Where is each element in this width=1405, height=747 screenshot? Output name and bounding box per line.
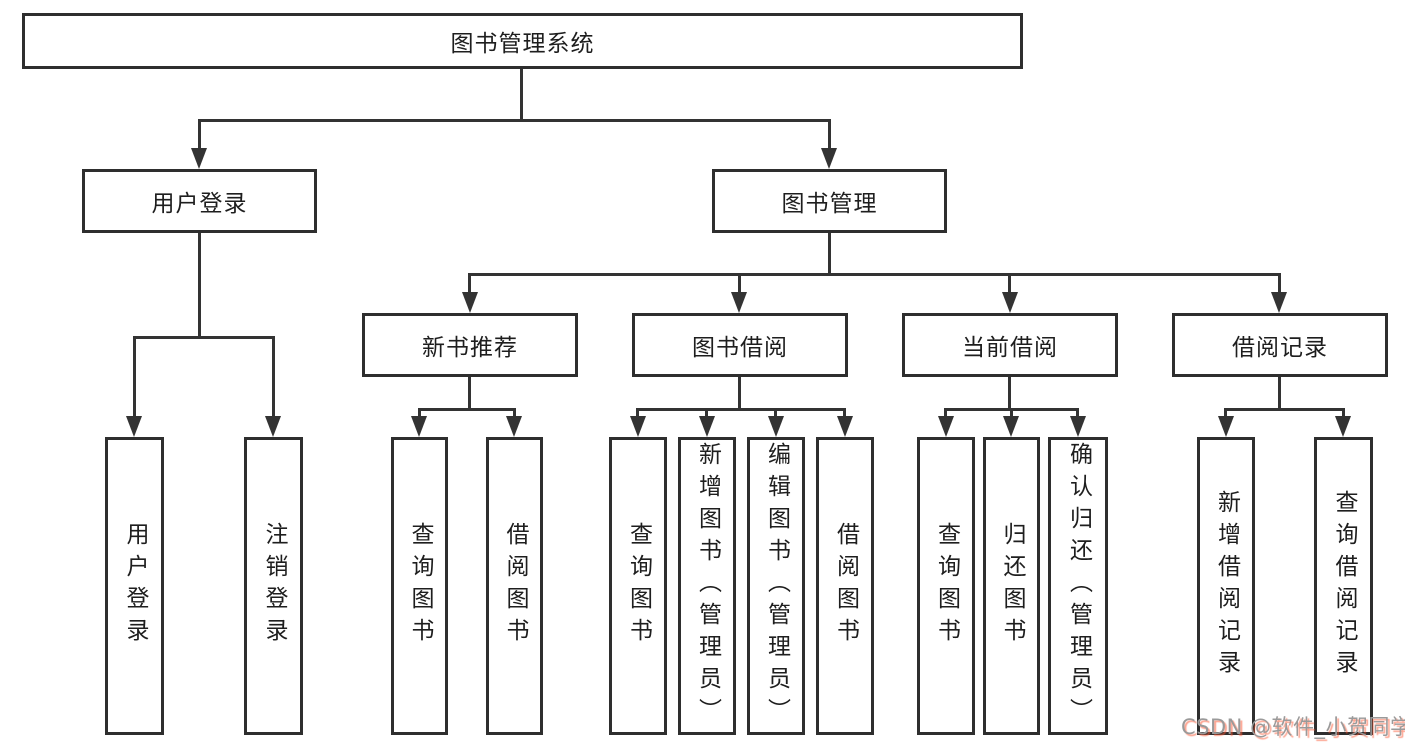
arrowhead-book-management: [821, 148, 837, 169]
connector-stem-borrow-books-recommend: [513, 408, 516, 418]
connector-stem-user-login: [198, 119, 201, 150]
node-current-borrowing: 当前借阅: [902, 313, 1118, 377]
connector-user-login-trunk: [198, 233, 201, 336]
node-root: 图书管理系统: [22, 13, 1023, 69]
node-label: 查询图书: [933, 522, 960, 650]
arrowhead-borrowing-records: [1271, 292, 1287, 313]
connector-book-borrowing-trunk: [738, 377, 741, 408]
node-label: 新增借阅记录: [1213, 490, 1240, 682]
connector-stem-book-borrowing: [738, 273, 741, 294]
csdn-watermark: CSDN @软件_小贺同学: [1181, 715, 1405, 739]
arrowhead-book-borrowing: [731, 292, 747, 313]
arrowhead-query-books-recommend: [411, 416, 427, 437]
node-leaf-return-books: 归还图书: [983, 437, 1040, 735]
connector-book-borrowing-split-bar: [636, 408, 846, 411]
arrowhead-new-book-recommend: [462, 292, 478, 313]
connector-book-management-split-bar: [468, 273, 1281, 276]
node-leaf-query-borrow-record: 查询借阅记录: [1314, 437, 1373, 735]
node-label: 注销登录: [261, 522, 287, 650]
connector-book-management-trunk: [828, 233, 831, 273]
node-label: 查询图书: [625, 522, 652, 650]
connector-stem-return-books: [1010, 408, 1013, 418]
node-new-book-recommend: 新书推荐: [362, 313, 578, 377]
node-leaf-query-books-current: 查询图书: [917, 437, 975, 735]
node-book-borrowing: 图书借阅: [632, 313, 848, 377]
arrowhead-query-books-borrowing: [630, 416, 646, 437]
node-borrowing-records: 借阅记录: [1172, 313, 1388, 377]
arrowhead-add-books-admin: [699, 416, 715, 437]
node-label: 用户登录: [122, 522, 148, 650]
node-leaf-add-borrow-record: 新增借阅记录: [1197, 437, 1255, 735]
arrowhead-borrow-books-recommend: [506, 416, 522, 437]
connector-stem-borrowing-records: [1278, 273, 1281, 294]
arrowhead-confirm-return-admin: [1070, 416, 1086, 437]
arrowhead-query-books-current: [938, 416, 954, 437]
connector-new-book-recommend-trunk: [468, 377, 471, 408]
node-leaf-query-books-borrowing: 查询图书: [609, 437, 667, 735]
connector-stem-query-books-borrowing: [636, 408, 639, 418]
connector-stem-leaf-user-login: [133, 336, 136, 418]
connector-stem-confirm-return-admin: [1076, 408, 1079, 418]
node-leaf-borrow-books-borrowing: 借阅图书: [816, 437, 874, 735]
node-leaf-confirm-return-admin: 确认归还（管理员）: [1048, 437, 1108, 735]
connector-borrowing-records-split-bar: [1224, 408, 1345, 411]
arrowhead-edit-books-admin: [768, 416, 784, 437]
connector-stem-query-borrow-record: [1342, 408, 1345, 418]
node-label: 新增图书（管理员）: [694, 442, 721, 730]
connector-stem-add-books-admin: [705, 408, 708, 418]
node-leaf-edit-books-admin: 编辑图书（管理员）: [747, 437, 805, 735]
connector-stem-add-borrow-record: [1224, 408, 1227, 418]
arrowhead-leaf-logout: [265, 416, 281, 437]
connector-borrowing-records-trunk: [1278, 377, 1281, 408]
connector-stem-query-books-current: [944, 408, 947, 418]
arrowhead-current-borrowing: [1002, 292, 1018, 313]
arrowhead-add-borrow-record: [1218, 416, 1234, 437]
connector-user-login-split-bar: [133, 336, 275, 339]
node-label: 编辑图书（管理员）: [763, 442, 790, 730]
node-leaf-borrow-books-recommend: 借阅图书: [486, 437, 543, 735]
node-label: 确认归还（管理员）: [1065, 442, 1092, 730]
connector-stem-new-book-recommend: [468, 273, 471, 294]
node-label: 归还图书: [999, 522, 1025, 650]
node-book-management: 图书管理: [712, 169, 947, 233]
arrowhead-return-books: [1003, 416, 1019, 437]
connector-stem-leaf-logout: [272, 336, 275, 418]
connector-stem-borrow-books-borrowing: [843, 408, 846, 418]
connector-new-book-recommend-split-bar: [418, 408, 516, 411]
node-label: 借阅图书: [502, 522, 528, 650]
arrowhead-query-borrow-record: [1335, 416, 1351, 437]
connector-root-trunk: [520, 69, 523, 119]
connector-stem-query-books-recommend: [418, 408, 421, 418]
node-leaf-user-login: 用户登录: [105, 437, 164, 735]
node-label: 查询图书: [407, 522, 433, 650]
connector-current-borrowing-trunk: [1008, 377, 1011, 408]
connector-root-split-bar: [198, 119, 831, 122]
node-label: 查询借阅记录: [1331, 490, 1357, 682]
node-leaf-add-books-admin: 新增图书（管理员）: [678, 437, 736, 735]
arrowhead-borrow-books-borrowing: [837, 416, 853, 437]
node-leaf-query-books-recommend: 查询图书: [391, 437, 448, 735]
arrowhead-leaf-user-login: [126, 416, 142, 437]
node-user-login: 用户登录: [82, 169, 317, 233]
arrowhead-user-login: [191, 148, 207, 169]
connector-stem-current-borrowing: [1008, 273, 1011, 294]
node-label: 借阅图书: [832, 522, 859, 650]
node-leaf-logout: 注销登录: [244, 437, 303, 735]
connector-stem-book-management: [828, 119, 831, 150]
connector-stem-edit-books-admin: [774, 408, 777, 418]
